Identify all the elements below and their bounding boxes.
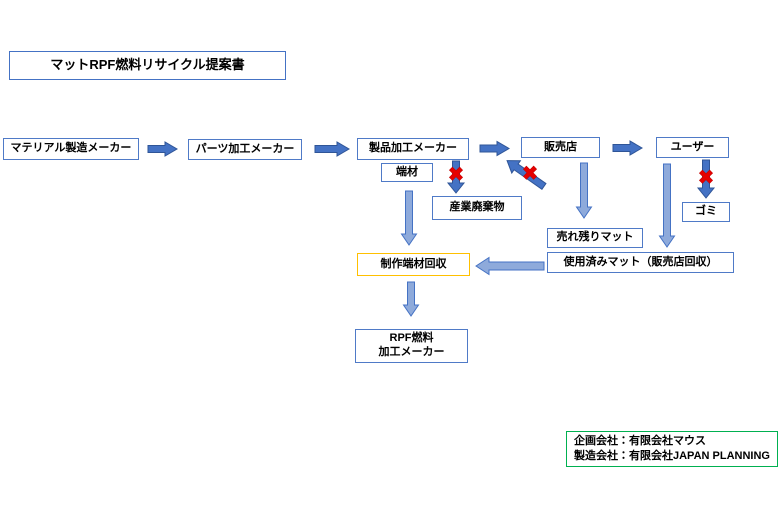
manufacturing-company-line: 製造会社：有限会社JAPAN PLANNING	[574, 450, 770, 462]
node-unsold-mat: 売れ残りマット	[547, 228, 643, 248]
arrow-scrap-to-collection	[400, 190, 418, 246]
blocked-cross-icon: ✖	[521, 163, 539, 185]
arrow-retailer-to-unsold-mat	[575, 162, 593, 219]
node-industrial-waste: 産業廃棄物	[432, 196, 522, 220]
blocked-cross-icon: ✖	[697, 167, 715, 189]
node-trash: ゴミ	[682, 202, 730, 222]
arrow-retailer-to-user	[612, 140, 643, 156]
node-rpf-maker-line2: 加工メーカー	[378, 346, 445, 358]
arrow-collection-to-rpf-maker	[402, 281, 420, 317]
company-info-box: 企画会社：有限会社マウス 製造会社：有限会社JAPAN PLANNING	[566, 431, 778, 467]
node-retailer: 販売店	[521, 137, 600, 158]
arrow-material-to-parts	[147, 141, 178, 157]
planning-company-line: 企画会社：有限会社マウス	[574, 435, 706, 447]
blocked-cross-icon: ✖	[447, 164, 465, 186]
node-product-maker: 製品加工メーカー	[357, 138, 469, 160]
node-user: ユーザー	[656, 137, 729, 158]
node-used-mat: 使用済みマット（販売店回収）	[547, 252, 734, 273]
node-scrap-collection: 制作端材回収	[357, 253, 470, 276]
node-parts-maker: パーツ加工メーカー	[188, 139, 302, 160]
arrow-parts-to-product	[314, 141, 350, 157]
node-material-maker: マテリアル製造メーカー	[3, 138, 139, 160]
node-rpf-maker-line1: RPF燃料	[389, 332, 434, 345]
node-rpf-maker: RPF燃料 加工メーカー	[355, 329, 468, 363]
arrow-user-to-used-mat	[658, 163, 676, 248]
arrow-used-mat-to-collection	[475, 256, 545, 276]
arrow-product-to-retailer	[479, 140, 510, 157]
node-scrap: 端材	[381, 163, 433, 182]
page-title: マットRPF燃料リサイクル提案書	[9, 51, 286, 80]
